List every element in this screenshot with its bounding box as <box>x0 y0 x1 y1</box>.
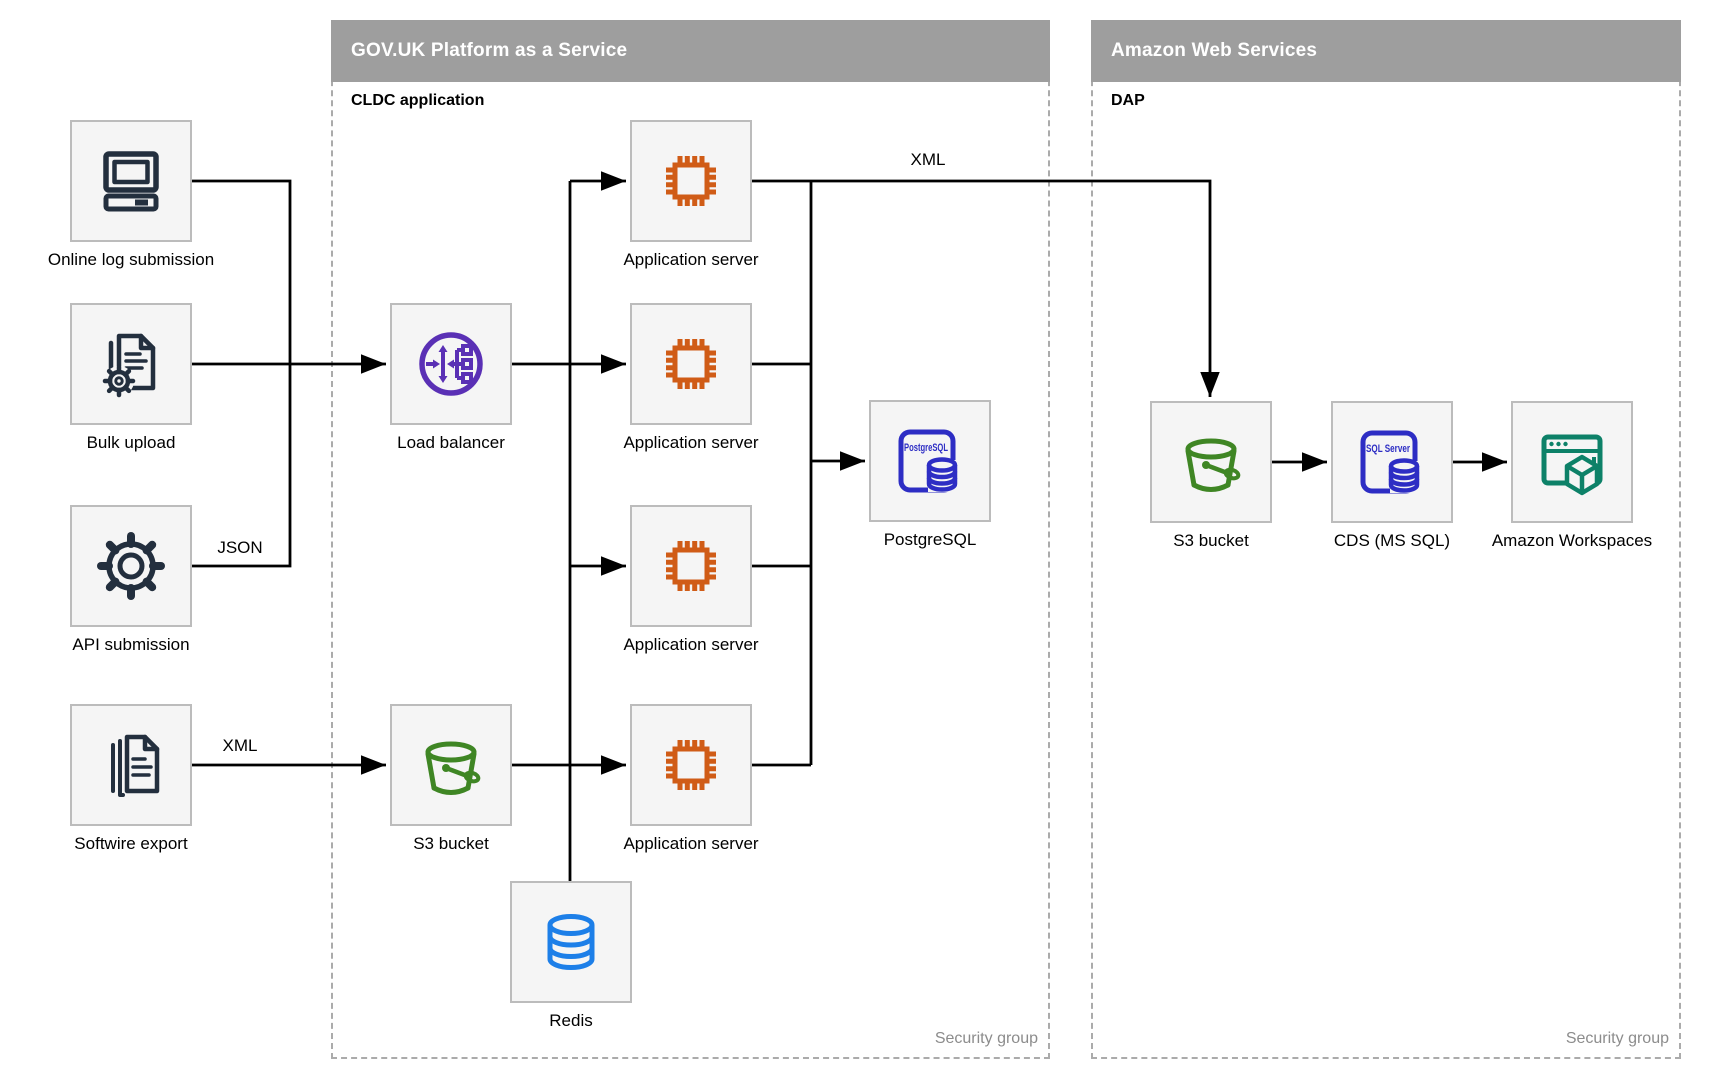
workspaces-icon <box>1541 434 1603 496</box>
api-submission-box <box>70 505 192 627</box>
node-softwire-export: Softwire export <box>70 704 192 853</box>
node-label: Application server <box>623 250 759 269</box>
node-label: S3 bucket <box>1173 531 1249 550</box>
aws-security-group-container: Amazon Web Services <box>1091 20 1681 1059</box>
paas-s3-bucket-box <box>390 704 512 826</box>
application-server-box <box>630 704 752 826</box>
aws-container-subtitle: DAP <box>1111 92 1145 109</box>
sql-server-icon: SQL Server <box>1360 430 1420 494</box>
node-label: Application server <box>623 433 759 452</box>
node-label: Bulk upload <box>86 433 176 452</box>
node-application-server-4: Application server <box>623 704 759 853</box>
workspaces-box <box>1511 401 1633 523</box>
bulk-upload-box <box>70 303 192 425</box>
load-balancer-box <box>390 303 512 425</box>
s3-bucket-icon <box>425 741 481 795</box>
chip-icon <box>666 541 716 591</box>
node-load-balancer: Load balancer <box>390 303 512 452</box>
paas-container-subtitle: CLDC application <box>351 92 485 109</box>
document-gear-icon <box>102 333 156 398</box>
chip-icon <box>666 339 716 389</box>
application-server-box <box>630 303 752 425</box>
aws-security-group-label: Security group <box>1565 1030 1669 1047</box>
node-application-server-2: Application server <box>623 303 759 452</box>
softwire-export-box <box>70 704 192 826</box>
online-log-submission-box <box>70 120 192 242</box>
sql-server-badge-text: SQL Server <box>1366 443 1411 455</box>
application-server-box <box>630 505 752 627</box>
node-label: Softwire export <box>74 834 188 853</box>
node-label: CDS (MS SQL) <box>1333 531 1451 550</box>
aws-s3-bucket-box <box>1150 401 1272 523</box>
edge-label-xml-top: XML <box>910 150 946 169</box>
postgresql-box: PostgreSQL <box>869 400 991 522</box>
node-application-server-3: Application server <box>623 505 759 654</box>
edge-label-xml-softwire: XML <box>222 736 258 755</box>
application-server-box <box>630 120 752 242</box>
postgresql-icon: PostgreSQL <box>898 429 958 493</box>
paas-security-group-container: GOV.UK Platform as a Service <box>331 20 1050 1059</box>
node-label: Online log submission <box>47 250 215 269</box>
edge-appserver1-to-aws-s3 <box>752 179 1220 397</box>
node-api-submission: API submission <box>70 505 192 654</box>
aws-container-title: Amazon Web Services <box>1091 20 1681 82</box>
node-application-server-1: Application server <box>623 120 759 269</box>
chip-icon <box>666 156 716 206</box>
s3-bucket-icon <box>1185 438 1241 492</box>
node-bulk-upload: Bulk upload <box>70 303 192 452</box>
node-amazon-workspaces: Amazon Workspaces <box>1492 401 1652 550</box>
edge-label-json: JSON <box>217 538 263 557</box>
node-label: Application server <box>623 834 759 853</box>
node-postgresql: PostgreSQL PostgreSQL <box>869 400 991 549</box>
node-online-log-submission: Online log submission <box>48 120 214 269</box>
node-label: S3 bucket <box>413 834 489 853</box>
paas-container-title: GOV.UK Platform as a Service <box>331 20 1050 82</box>
node-aws-s3-bucket: S3 bucket <box>1150 401 1272 550</box>
redis-box <box>510 881 632 1003</box>
node-label: Redis <box>549 1011 593 1030</box>
chip-icon <box>666 740 716 790</box>
edge-api-to-junction <box>192 364 292 568</box>
node-label: PostgreSQL <box>883 530 977 549</box>
node-label: Amazon Workspaces <box>1491 531 1653 550</box>
edge-onlinelog-to-junction <box>192 179 292 364</box>
node-label: Application server <box>623 635 759 654</box>
node-cds-ms-sql: SQL Server CDS (MS SQL) <box>1331 401 1453 550</box>
paas-security-group-label: Security group <box>934 1030 1038 1047</box>
node-redis: Redis <box>510 881 632 1030</box>
node-label: API submission <box>72 635 190 654</box>
node-label: Load balancer <box>397 433 505 452</box>
document-stack-icon <box>111 734 160 797</box>
cds-box: SQL Server <box>1331 401 1453 523</box>
postgresql-badge-text: PostgreSQL <box>904 442 948 454</box>
gear-icon <box>97 532 165 600</box>
database-cylinder-icon <box>547 914 595 970</box>
desktop-computer-icon <box>103 151 159 212</box>
node-paas-s3-bucket: S3 bucket <box>390 704 512 853</box>
load-balancer-icon <box>419 332 483 396</box>
